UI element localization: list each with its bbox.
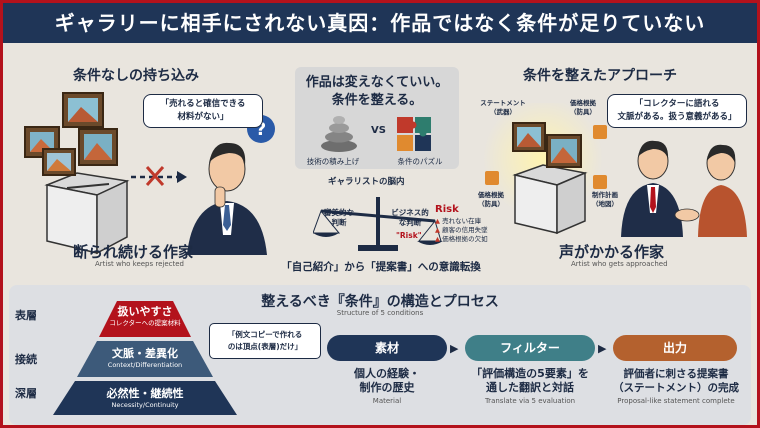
brain-label: ギャラリストの脳内 [328, 177, 405, 187]
right-heading: 条件を整えたアプローチ [523, 68, 677, 84]
process-material-text: 個人の経験・ 制作の歴史 [354, 367, 420, 394]
vs-label: VS [371, 125, 386, 136]
pyramid-tier-top [99, 301, 191, 337]
rejection-arrow-icon [131, 166, 187, 186]
warning-icon: ▲ [435, 235, 440, 243]
glowing-box-icon [512, 164, 588, 235]
left-footer-title: 断られ続ける作家 [73, 243, 194, 261]
puzzle-pieces-icon [397, 117, 431, 151]
aesthetic-judgment-label: 審美的な 判断 [324, 208, 354, 227]
left-speech-bubble: 「売れると確信できる 材料がない」 [143, 94, 263, 128]
process-filter-pill: フィルター [465, 335, 595, 361]
warning-icon: ▲ [435, 226, 440, 234]
risk-item: ▲ 価格根拠の欠如 [435, 235, 488, 243]
handshake-people-icon [621, 140, 747, 237]
process-output-sub: Proposal-like statement complete [617, 397, 735, 405]
rejected-illustration: ? [24, 92, 275, 255]
process-filter-text: 「評価構造の5要素」を 通した翻訳と対話 [471, 367, 589, 394]
stacked-stones-icon [321, 116, 357, 152]
worried-artist-icon [187, 142, 267, 255]
process-material-pill: 素材 [327, 335, 447, 361]
copy-note: 「例文コピーで作れる のは頂点(表層)だけ」 [209, 323, 321, 359]
stones-label: 技術の積み上げ [306, 157, 360, 166]
risk-item: ▲ 顧客の信用失墜 [435, 226, 488, 234]
layer-joint-label: 接続 [15, 353, 37, 366]
business-judgment-label: ビジネス的 な判断 [391, 208, 429, 227]
left-heading: 条件なしの持ち込み [73, 68, 199, 84]
risk-title: Risk [435, 204, 459, 215]
risk-weight-label: "Risk" [396, 231, 422, 240]
risk-item: ▲ 売れない在庫 [435, 217, 482, 225]
puzzle-pieces-icon [485, 125, 607, 189]
process-material-sub: Material [372, 397, 402, 405]
layer-deep-label: 深層 [15, 387, 37, 400]
puzzle-label: 条件のパズル [397, 157, 443, 166]
artwork-frames-icon [512, 122, 582, 168]
submission-box-icon [44, 172, 130, 255]
arrow-right-icon: ▶ [598, 342, 607, 355]
structure-panel: 整えるべき『条件』の構造とプロセス Structure of 5 conditi… [9, 285, 751, 425]
price-armor-label-2: 価格根拠 （防具） [478, 191, 504, 208]
center-heading-2: 条件を整える。 [331, 93, 423, 108]
right-speech-bubble: 「コレクターに語れる 文脈がある。扱う意義がある」 [607, 94, 747, 128]
svg-text:?: ? [256, 119, 266, 140]
stones-vs-puzzle [321, 116, 431, 152]
process-filter-sub: Translate via 5 evaluation [484, 397, 576, 405]
balance-scale-icon [313, 197, 443, 251]
center-panel: 作品は変えなくていい。 条件を整える。 VS 技術の積み上げ 条件のパズル [295, 67, 459, 169]
pyramid-tier-bottom [53, 381, 237, 415]
left-footer-sub: Artist who keeps rejected [95, 260, 185, 268]
right-footer-sub: Artist who gets approached [571, 260, 668, 268]
conditions-pyramid [53, 301, 237, 415]
center-heading-1: 作品は変えなくていい。 [305, 75, 449, 90]
production-map-label: 制作計画 （地図） [592, 191, 618, 208]
tier-top-label: 扱いやすさコレクターへの提案材料 [109, 305, 181, 327]
approached-illustration [483, 103, 747, 237]
right-footer-title: 声がかかる作家 [559, 243, 665, 261]
structure-heading: 整えるべき『条件』の構造とプロセス [261, 294, 499, 310]
mindset-shift-label: 「自己紹介」から「提案書」への意識転換 [281, 261, 481, 273]
process-output-pill: 出力 [613, 335, 737, 361]
price-armor-label: 価格根拠 （防具） [570, 99, 596, 116]
artwork-frames-icon [24, 92, 118, 176]
page-title: ギャラリーに相手にされない真因：作品ではなく条件が足りていない [3, 3, 757, 43]
pyramid-tier-middle [77, 341, 213, 377]
arrow-right-icon: ▶ [450, 342, 459, 355]
structure-sub: Structure of 5 conditions [336, 309, 424, 317]
warning-icon: ▲ [435, 217, 440, 225]
layer-surface-label: 表層 [15, 309, 37, 322]
risk-list: ▲ 売れない在庫 ▲ 顧客の信用失墜 ▲ 価格根拠の欠如 [435, 217, 488, 244]
statement-weapon-label: ステートメント （武器） [480, 99, 526, 116]
process-output-text: 評価者に刺さる提案書 （ステートメント）の完成 [613, 368, 739, 394]
